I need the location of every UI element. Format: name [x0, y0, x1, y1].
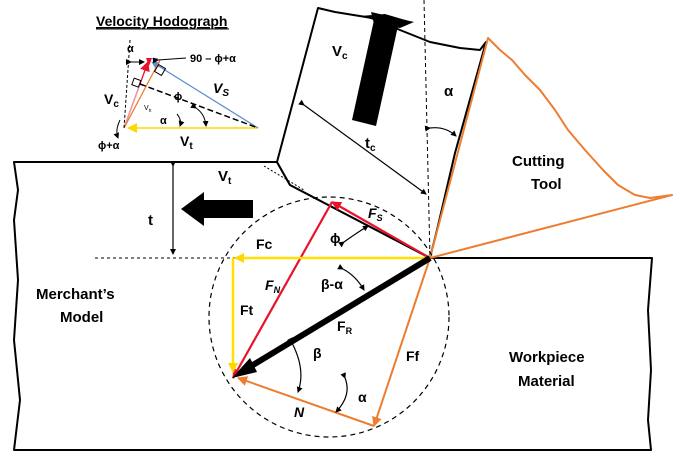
fr-vector [246, 255, 432, 371]
hodo-vn-line [123, 83, 141, 129]
hodograph-alpha-low: α [160, 115, 167, 127]
material-label-line1: Workpiece [509, 349, 585, 366]
force-ff-label: Ff [406, 348, 420, 364]
hodograph-vn: Vn [144, 105, 152, 114]
velocity-hodograph [113, 39, 259, 139]
cutting-tool [429, 37, 673, 259]
hodograph-alpha-top: α [127, 43, 134, 55]
force-beta-alpha-label: β-α [321, 276, 343, 292]
n-vector [237, 376, 375, 427]
force-phi-label: ϕ [330, 230, 341, 246]
tool-label-line1: Cutting [512, 153, 564, 170]
workpiece-t-label: t [148, 212, 153, 229]
tc-dimension [263, 99, 427, 195]
hodograph-angle-expr: 90 – ϕ+α [190, 53, 236, 65]
vc-chip-arrow [352, 14, 412, 126]
hodograph-vs: VS [213, 80, 229, 99]
hodograph-title: Velocity Hodograph [96, 13, 227, 29]
fn-vector [232, 201, 333, 379]
merchant-label-line1: Merchant’s [36, 286, 115, 303]
vt-workpiece-arrow [181, 192, 253, 226]
force-beta-label: β [313, 345, 322, 361]
vc-chip-arrowhead [371, 12, 414, 28]
ff-vector [372, 257, 431, 427]
chip-vc-label: Vc [332, 43, 348, 62]
hodograph-vt: Vt [180, 133, 193, 152]
force-fs-label: FS [368, 205, 383, 223]
merchant-label-line2: Model [60, 309, 103, 326]
hodo-orange-line [123, 59, 161, 129]
hodograph-phi-plus-alpha: ϕ+α [98, 140, 120, 152]
hodograph-vc: Vc [104, 91, 119, 110]
chip-tc-label: tc [365, 135, 376, 154]
merchant-circle [208, 196, 450, 438]
force-fr-label: FR [337, 318, 353, 336]
tool-label-line2: Tool [531, 176, 562, 193]
force-fc-label: Fc [256, 236, 273, 252]
fr-arrowhead [232, 358, 257, 378]
force-vectors [228, 201, 432, 427]
hodograph-phi: ϕ [174, 91, 182, 103]
fs-vector [331, 201, 431, 259]
force-n-label: N [294, 404, 305, 420]
workpiece-vt-label: Vt [218, 168, 232, 187]
force-fn-label: FN [265, 277, 281, 295]
tool-alpha-arc [424, 125, 457, 137]
material-label-line2: Material [518, 373, 575, 390]
hodo-vs-line [151, 61, 259, 129]
chip-alpha-label: α [444, 83, 454, 100]
force-alpha-label: α [358, 389, 367, 405]
force-ft-label: Ft [240, 302, 254, 318]
force-angle-arcs [287, 225, 369, 413]
